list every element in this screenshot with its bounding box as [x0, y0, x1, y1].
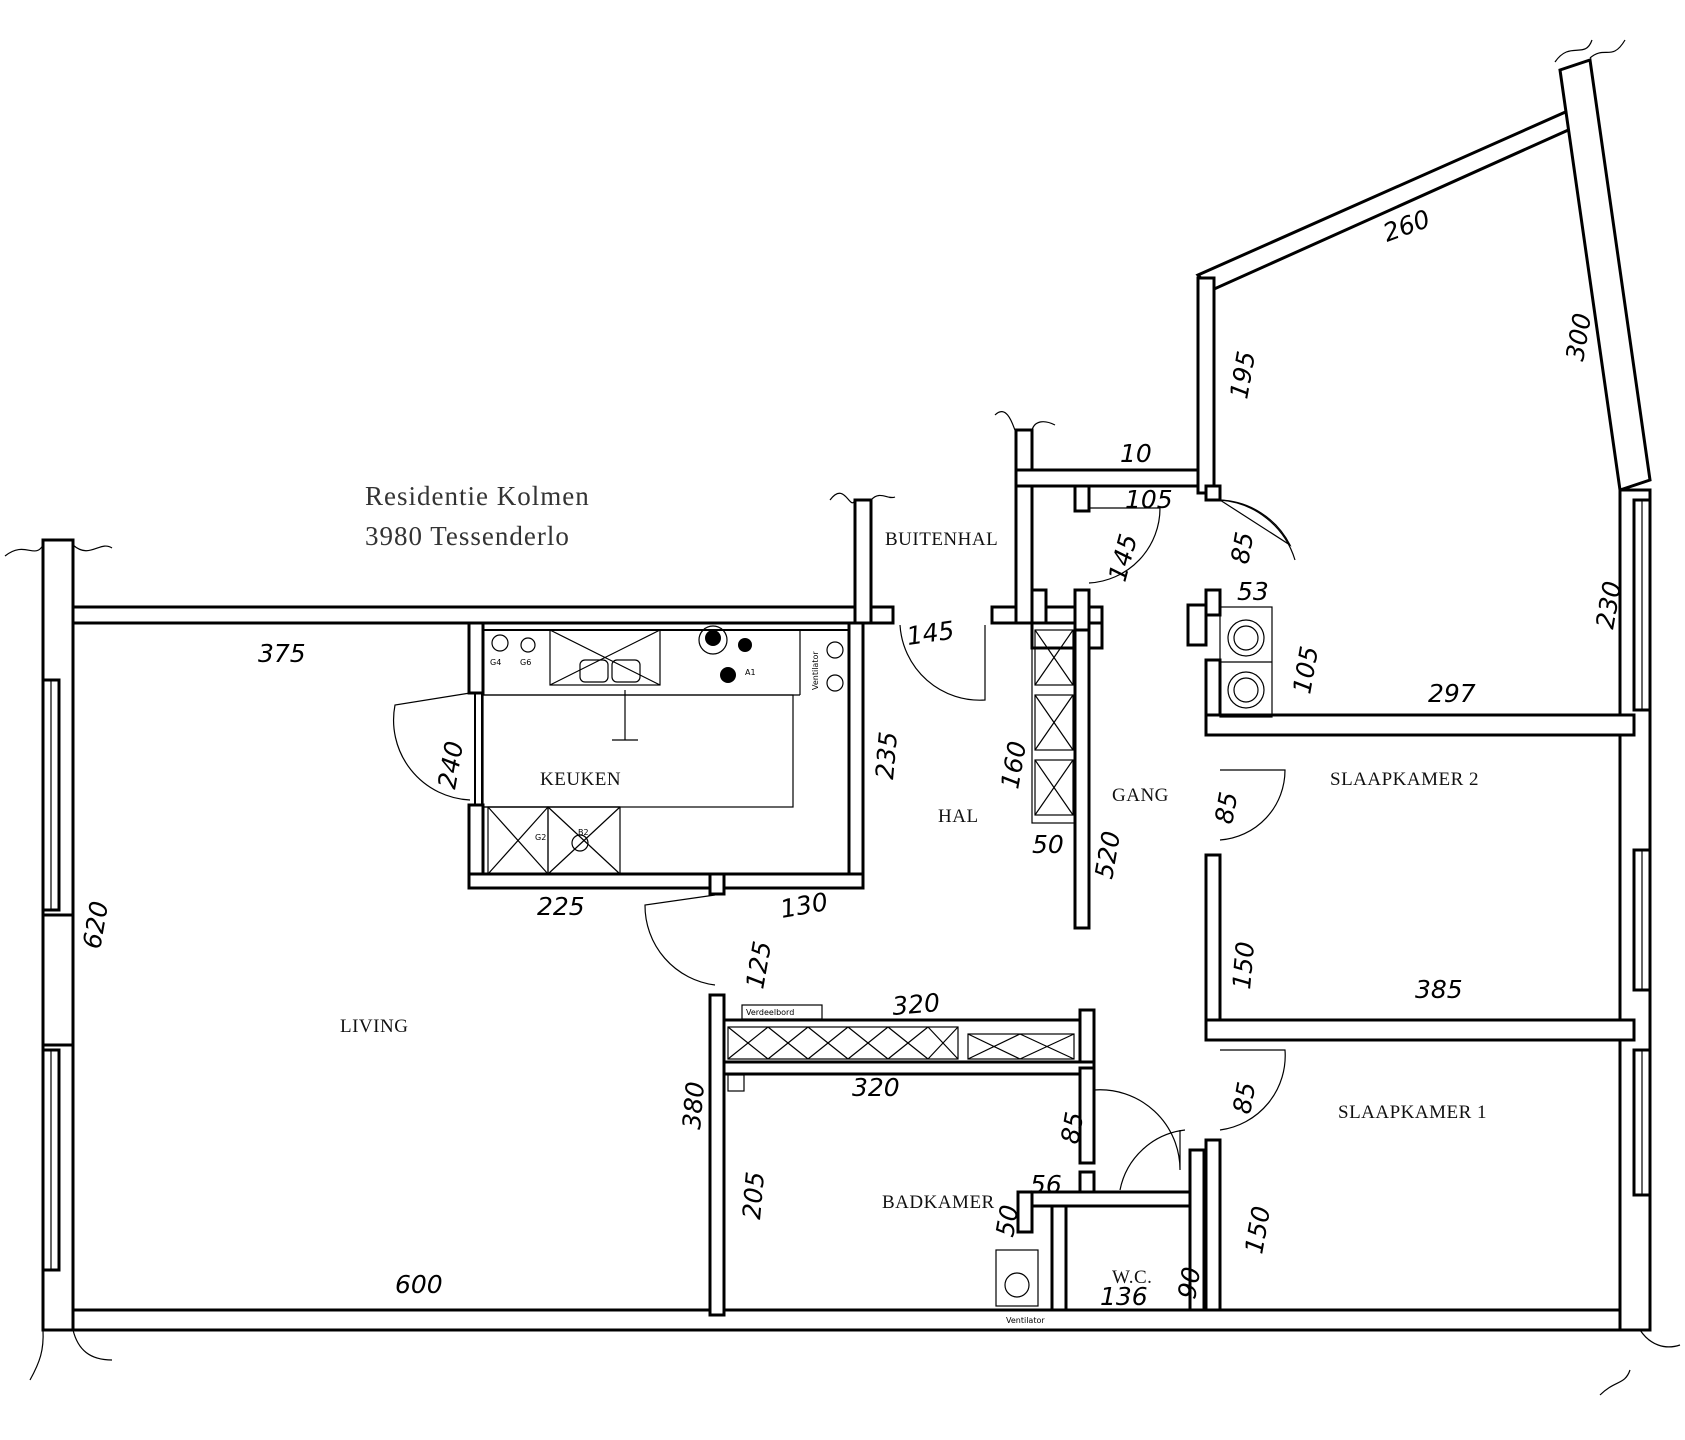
dim-600: 600 — [395, 1270, 443, 1299]
dim-85-bedroom3: 85 — [1225, 530, 1259, 566]
room-wc: W.C. — [1112, 1267, 1152, 1288]
label-g2: G2 — [535, 833, 546, 842]
room-badkamer: BADKAMER — [882, 1192, 995, 1213]
dim-320-top: 320 — [891, 988, 941, 1021]
header-line-2: 3980 Tessenderlo — [365, 521, 570, 551]
room-buitenhal: BUITENHAL — [885, 529, 998, 550]
dim-320-bottom: 320 — [852, 1073, 900, 1102]
dim-195: 195 — [1224, 349, 1261, 401]
dim-85-bedroom1: 85 — [1227, 1080, 1261, 1116]
dim-300: 300 — [1560, 311, 1597, 363]
kitchen-fixtures: G4 G6 G2 B2 A1 Ventilator — [482, 625, 844, 875]
dim-130: 130 — [778, 887, 830, 924]
interior-walls — [467, 484, 1636, 1317]
dim-105-top: 105 — [1125, 485, 1173, 514]
dim-145-buitenhal: 145 — [1103, 531, 1143, 585]
dim-10: 10 — [1120, 439, 1152, 468]
dim-136: 136 — [1100, 1282, 1148, 1311]
dim-85-bedroom2: 85 — [1209, 790, 1243, 826]
label-b2: B2 — [578, 828, 589, 837]
dim-90: 90 — [1172, 1265, 1206, 1301]
label-g4: G4 — [490, 658, 501, 667]
dim-85-bath: 85 — [1055, 1110, 1089, 1146]
dim-105-wash: 105 — [1287, 644, 1324, 696]
door-swings — [392, 499, 1296, 1191]
room-keuken: KEUKEN — [540, 769, 621, 790]
dim-50-hal: 50 — [1032, 830, 1064, 859]
washing-machines — [1219, 606, 1273, 718]
dim-620: 620 — [77, 899, 114, 951]
dim-150-bedroom1: 150 — [1239, 1204, 1276, 1256]
dimension-labels: 375 620 240 235 225 130 125 380 600 205 … — [77, 204, 1627, 1311]
dim-520: 520 — [1089, 829, 1126, 881]
dim-225: 225 — [537, 892, 585, 921]
label-g6: G6 — [520, 658, 531, 667]
dim-50-bath: 50 — [990, 1203, 1024, 1239]
dim-125: 125 — [740, 939, 777, 991]
label-verdeelbord: Verdeelbord — [746, 1008, 794, 1017]
dim-297: 297 — [1428, 679, 1476, 708]
room-slaapkamer-1: SLAAPKAMER 1 — [1338, 1102, 1487, 1123]
dim-240: 240 — [432, 739, 469, 791]
outer-walls — [4, 39, 1681, 1396]
room-hal: HAL — [938, 806, 979, 827]
dim-380: 380 — [677, 1080, 710, 1130]
dim-145-hal: 145 — [905, 616, 956, 651]
dim-56: 56 — [1030, 1170, 1062, 1199]
dim-205: 205 — [737, 1170, 770, 1220]
dim-385: 385 — [1415, 975, 1463, 1004]
dim-160: 160 — [995, 739, 1032, 791]
room-living: LIVING — [340, 1016, 408, 1037]
dim-150-bedroom2: 150 — [1227, 940, 1260, 990]
room-gang: GANG — [1112, 785, 1169, 806]
label-ventilator-bottom: Ventilator — [1006, 1316, 1045, 1325]
room-slaapkamer-2: SLAAPKAMER 2 — [1330, 769, 1479, 790]
dim-235: 235 — [870, 730, 903, 780]
dim-53: 53 — [1237, 577, 1269, 606]
header-line-1: Residentie Kolmen — [365, 481, 590, 511]
bathroom-fixtures: Ventilator — [995, 1249, 1045, 1325]
label-ventilator-kitchen: Ventilator — [811, 651, 820, 690]
dim-375: 375 — [258, 639, 306, 668]
label-a1: A1 — [745, 668, 756, 677]
closets: Verdeelbord — [727, 622, 1076, 1092]
